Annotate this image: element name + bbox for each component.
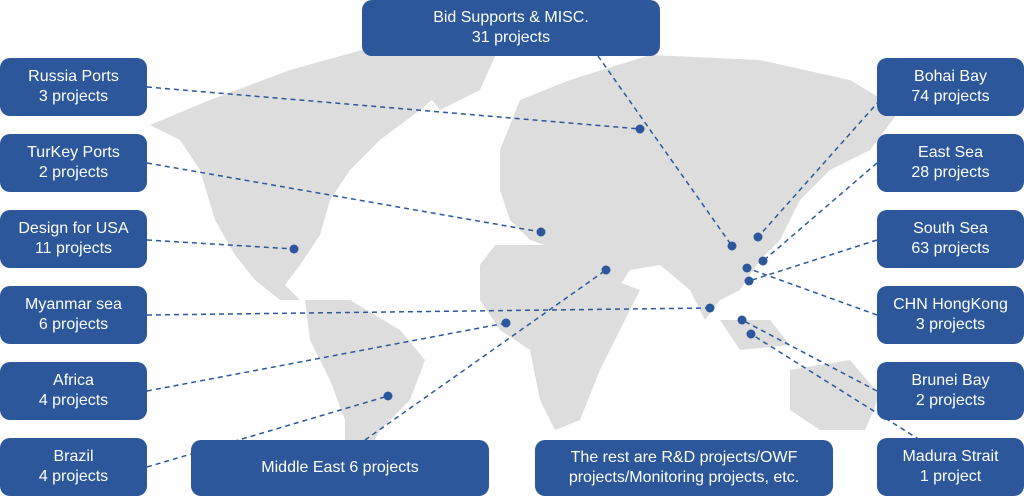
marker-russia <box>635 124 645 134</box>
box-title: Russia Ports <box>28 68 119 85</box>
marker-brunei <box>737 315 747 325</box>
box-rest-projects: The rest are R&D projects/OWF projects/M… <box>535 440 833 496</box>
marker-usa <box>289 244 299 254</box>
box-count: 2 projects <box>915 392 986 409</box>
box-title: Middle East 6 projects <box>261 459 419 476</box>
box-title: Brunei Bay <box>911 372 990 389</box>
box-title: Design for USA <box>18 220 129 237</box>
europe-asia <box>500 55 900 320</box>
box-count: 2 projects <box>38 164 109 181</box>
africa <box>480 245 640 430</box>
marker-east-sea <box>758 256 768 266</box>
box-title: TurKey Ports <box>27 144 120 161</box>
marker-bohai <box>753 232 763 242</box>
box-title: CHN HongKong <box>893 296 1008 313</box>
box-count: 63 projects <box>911 240 990 257</box>
box-bohai-bay: Bohai Bay 74 projects <box>877 58 1024 116</box>
marker-madura <box>746 329 756 339</box>
marker-myanmar <box>705 303 715 313</box>
marker-africa <box>501 318 511 328</box>
box-chn-hongkong: CHN HongKong 3 projects <box>877 286 1024 344</box>
box-title: South Sea <box>913 220 988 237</box>
marker-hongkong <box>742 263 752 273</box>
marker-middle-east <box>601 265 611 275</box>
box-middle-east: Middle East 6 projects <box>191 440 489 496</box>
south-america <box>305 300 425 470</box>
box-count: 31 projects <box>471 29 551 46</box>
box-text-line1: The rest are R&D projects/OWF <box>570 449 798 466</box>
box-title: Bohai Bay <box>914 68 987 85</box>
box-count: 3 projects <box>915 316 986 333</box>
box-east-sea: East Sea 28 projects <box>877 134 1024 192</box>
box-title: Bid Supports & MISC. <box>433 9 589 26</box>
marker-south-sea <box>744 276 754 286</box>
box-count: 28 projects <box>911 164 990 181</box>
box-title: Myanmar sea <box>25 296 122 313</box>
box-myanmar-sea: Myanmar sea 6 projects <box>0 286 147 344</box>
marker-brazil <box>383 391 393 401</box>
box-south-sea: South Sea 63 projects <box>877 210 1024 268</box>
box-russia-ports: Russia Ports 3 projects <box>0 58 147 116</box>
marker-turkey <box>536 227 546 237</box>
box-count: 11 projects <box>34 240 113 257</box>
box-count: 4 projects <box>38 468 109 485</box>
box-count: 1 project <box>919 468 982 485</box>
box-brunei-bay: Brunei Bay 2 projects <box>877 362 1024 420</box>
box-count: 3 projects <box>38 88 109 105</box>
north-america <box>150 45 455 300</box>
box-title: Brazil <box>53 448 94 465</box>
box-count: 74 projects <box>911 88 990 105</box>
box-bid-supports: Bid Supports & MISC. 31 projects <box>362 0 660 56</box>
australia <box>790 360 880 430</box>
box-madura-strait: Madura Strait 1 project <box>877 438 1024 496</box>
box-text-line2: projects/Monitoring projects, etc. <box>568 469 800 486</box>
box-title: East Sea <box>918 144 983 161</box>
box-count: 4 projects <box>38 392 109 409</box>
box-turkey-ports: TurKey Ports 2 projects <box>0 134 147 192</box>
location-markers <box>289 124 768 401</box>
connector-lines <box>146 55 921 468</box>
box-title: Africa <box>53 372 94 389</box>
box-design-usa: Design for USA 11 projects <box>0 210 147 268</box>
box-count: 6 projects <box>38 316 109 333</box>
marker-bid <box>727 241 737 251</box>
box-africa: Africa 4 projects <box>0 362 147 420</box>
box-title: Madura Strait <box>902 448 999 465</box>
box-brazil: Brazil 4 projects <box>0 438 147 496</box>
